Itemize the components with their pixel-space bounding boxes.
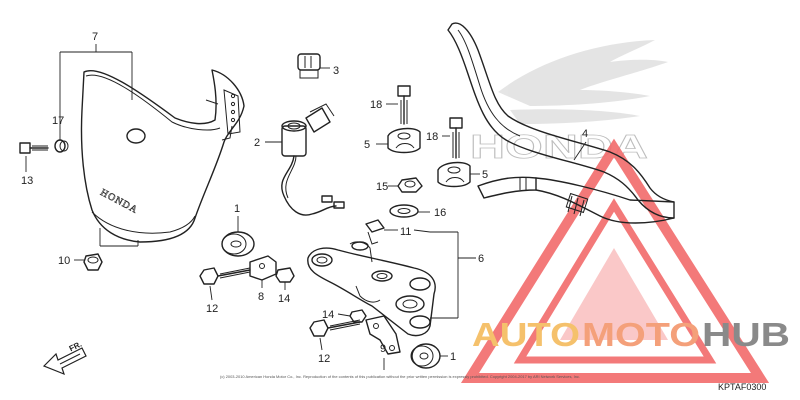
callout-4: 4 <box>582 128 588 140</box>
rubber-mount-1-upper <box>221 231 255 257</box>
wing-logo-watermark <box>498 40 668 124</box>
washer-16 <box>389 204 419 218</box>
front-direction-arrow <box>42 347 87 376</box>
callout-14-lower: 14 <box>322 309 334 321</box>
watermark-triangle-logo <box>460 138 770 383</box>
callout-7-group: 7 <box>59 31 133 140</box>
callout-6: 6 <box>478 253 484 265</box>
callout-18-upper: 18 <box>370 99 382 111</box>
callout-17: 17 <box>52 115 64 127</box>
callout-11: 11 <box>400 226 411 238</box>
top-bridge <box>307 241 436 337</box>
bracket-9 <box>365 315 401 355</box>
callout-5-upper: 5 <box>364 139 370 151</box>
callout-12-upper: 12 <box>206 303 218 315</box>
bracket-8 <box>249 255 277 281</box>
callout-1-lower: 1 <box>450 351 456 363</box>
triangle-core <box>560 248 668 340</box>
callout-2: 2 <box>254 137 260 149</box>
bolt-12-lower <box>309 319 361 337</box>
headlight-cover: HONDA <box>80 69 245 243</box>
callout-18-lower: 18 <box>426 131 438 143</box>
headlight-emboss-text: HONDA <box>98 187 139 216</box>
callout-16: 16 <box>434 207 446 219</box>
watermark-text-moto: MOTO <box>582 316 700 353</box>
copyright-text: (c) 2003-2010 American Honda Motor Co., … <box>220 375 580 379</box>
callout-5-lower: 5 <box>482 169 488 181</box>
bolt-12-upper <box>199 267 251 285</box>
holder-5-upper <box>387 127 421 154</box>
handlebar <box>447 22 675 224</box>
clip-11 <box>365 219 385 245</box>
callout-14-upper: 14 <box>278 293 290 305</box>
holder-5-lower <box>437 161 471 188</box>
callout-9: 9 <box>380 343 386 355</box>
watermark-text-hub: HUB <box>702 316 790 353</box>
ignition-switch <box>281 103 345 216</box>
callout-7: 7 <box>92 31 98 43</box>
grommet-17 <box>54 139 69 153</box>
bolt-18-lower <box>449 117 463 159</box>
triangle-inner <box>513 198 717 364</box>
triangle-outer <box>460 138 770 383</box>
nut-14-upper <box>275 267 295 283</box>
callout-3: 3 <box>333 65 339 77</box>
callout-12-lower: 12 <box>318 353 330 365</box>
rubber-mount-1-lower <box>410 343 441 369</box>
key-cap-3 <box>297 53 321 79</box>
bolt-18-upper <box>397 85 411 125</box>
nut-15 <box>397 177 423 193</box>
catalog-code: KPTAF0300 <box>718 382 766 392</box>
bolt-13 <box>19 142 49 154</box>
direction-label: FR. <box>68 340 84 354</box>
callout-1-upper: 1 <box>234 203 240 215</box>
callout-10: 10 <box>58 255 70 267</box>
nut-10 <box>83 253 103 271</box>
callout-15: 15 <box>376 181 388 193</box>
watermark-text-auto: AUTO <box>472 316 580 353</box>
callout-13: 13 <box>21 175 33 187</box>
callout-8: 8 <box>258 291 264 303</box>
